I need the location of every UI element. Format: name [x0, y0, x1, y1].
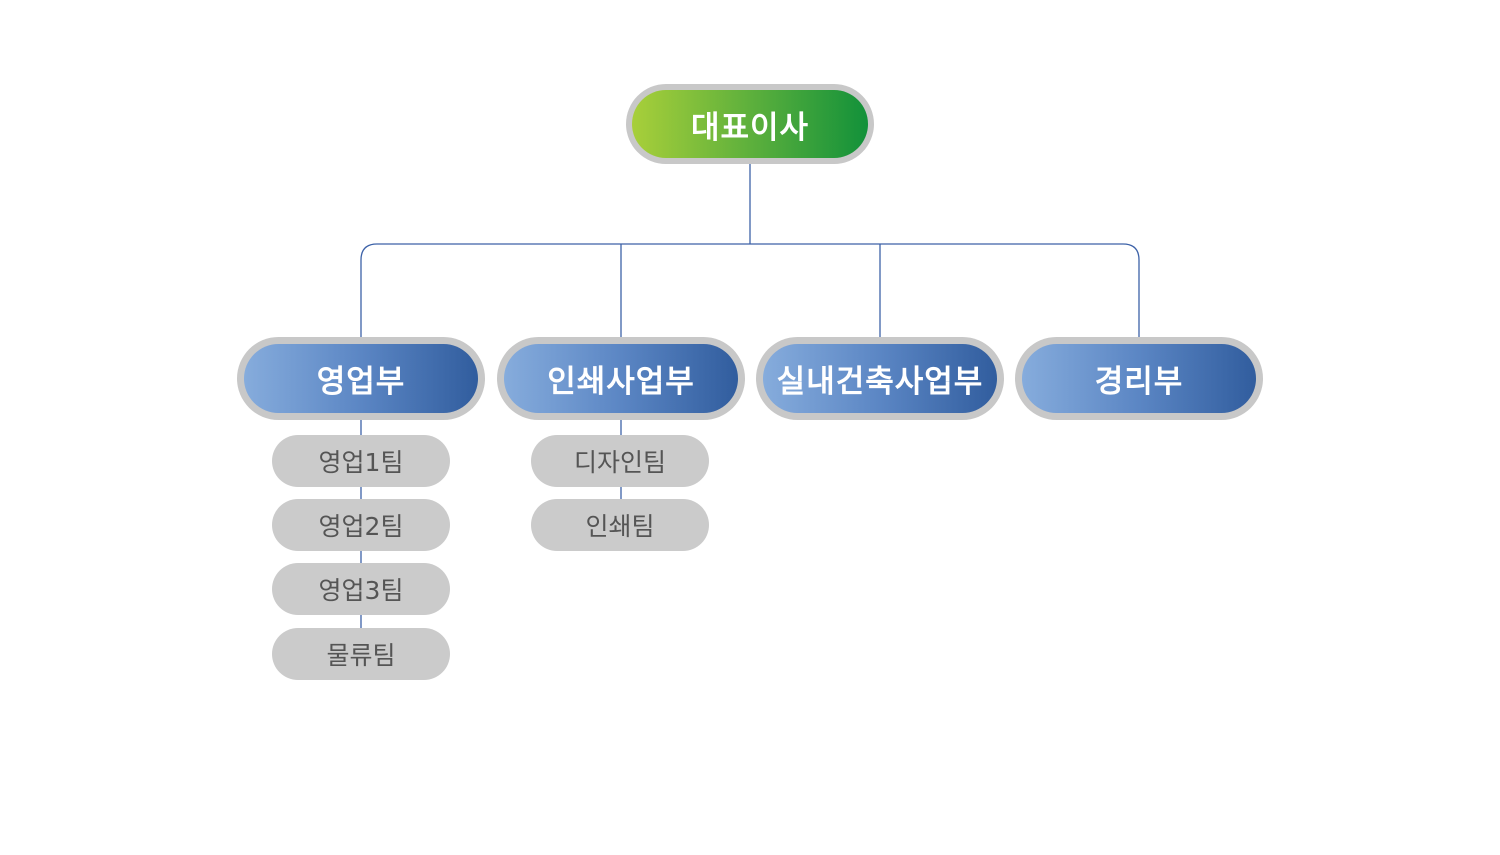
team-node: 영업2팀 [272, 499, 450, 551]
dept-pill: 실내건축사업부 [763, 344, 997, 413]
dept-label: 실내건축사업부 [776, 364, 984, 400]
team-node: 물류팀 [272, 628, 450, 680]
dept-label: 경리부 [1094, 364, 1184, 400]
ceo-pill: 대표이사 [632, 90, 868, 158]
dept-pill: 영업부 [244, 344, 478, 413]
team-label: 디자인팀 [573, 448, 666, 477]
team-node: 디자인팀 [531, 435, 709, 487]
ceo-node: 대표이사 [626, 84, 874, 164]
dept-bus-line [360, 243, 1140, 337]
team-node: 인쇄팀 [531, 499, 709, 551]
dept-accounting: 경리부 [1015, 337, 1263, 420]
dept-interior: 실내건축사업부 [756, 337, 1004, 420]
dept-sales: 영업부 [237, 337, 485, 420]
dept-label: 인쇄사업부 [547, 364, 695, 400]
ceo-label: 대표이사 [690, 109, 810, 146]
dept-label: 영업부 [316, 364, 406, 400]
team-label: 영업1팀 [318, 448, 404, 477]
dept-printing: 인쇄사업부 [497, 337, 745, 420]
team-label: 인쇄팀 [585, 512, 655, 541]
dept-pill: 경리부 [1022, 344, 1256, 413]
team-node: 영업3팀 [272, 563, 450, 615]
dept-pill: 인쇄사업부 [504, 344, 738, 413]
team-label: 영업2팀 [318, 512, 404, 541]
team-label: 물류팀 [326, 641, 396, 670]
team-node: 영업1팀 [272, 435, 450, 487]
team-label: 영업3팀 [318, 576, 404, 605]
